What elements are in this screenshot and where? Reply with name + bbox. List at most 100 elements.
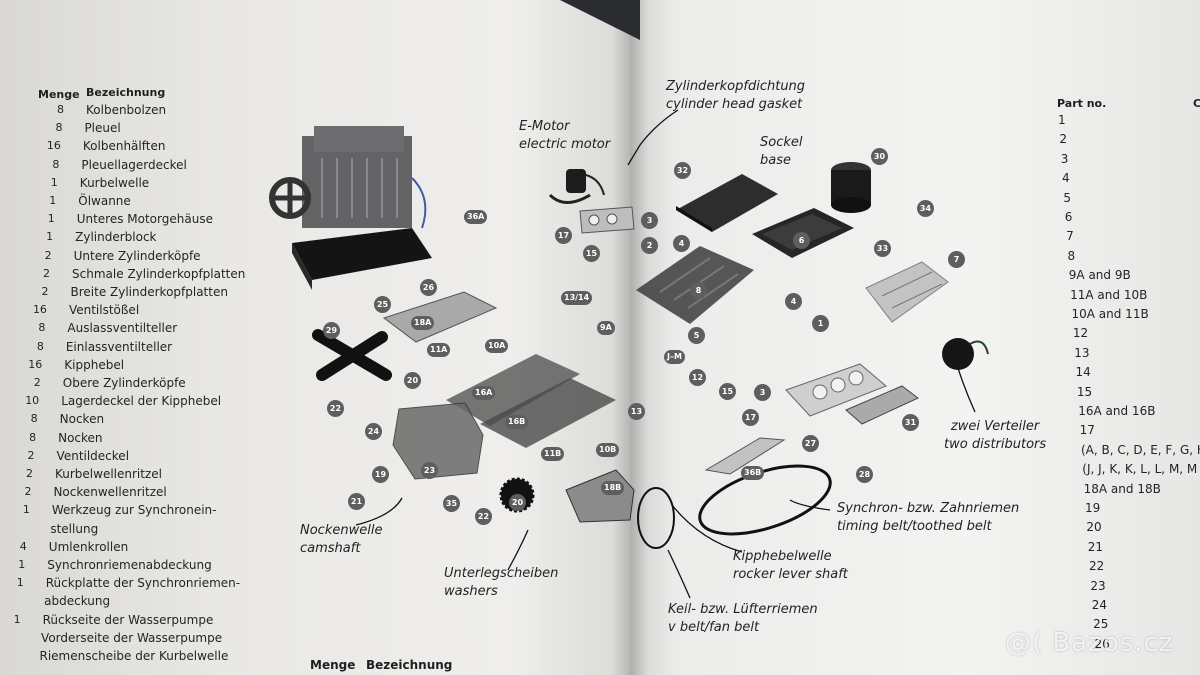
- part-number-badge: 17: [555, 227, 572, 244]
- parts-list-qty: 1: [46, 230, 54, 244]
- part-no-item: 9A and 9B: [1068, 268, 1131, 283]
- part-number-badge: 31: [902, 414, 919, 431]
- parts-list-qty: 4: [19, 539, 27, 553]
- part-number-badge: 10A: [485, 339, 509, 353]
- parts-list-row: 4 Umlenkrollen: [20, 539, 129, 554]
- parts-list-qty: 1: [18, 558, 26, 571]
- part-number-badge: 20: [509, 494, 526, 511]
- part-no-item: 18A and 18B: [1083, 481, 1161, 496]
- part-number-badge: 34: [917, 200, 934, 217]
- part-number-badge: 27: [802, 435, 819, 452]
- parts-list-qty: 16: [32, 303, 47, 317]
- part-number-badge: 11A: [427, 343, 451, 357]
- parts-list-name: Synchronriemenabdeckung: [47, 558, 212, 572]
- qty-header: Menge: [38, 88, 80, 101]
- parts-list-qty: 2: [27, 448, 35, 462]
- parts-list-name: Ölwanne: [78, 194, 131, 208]
- part-number-badge: 21: [348, 493, 365, 510]
- part-no-item: 8: [1067, 248, 1076, 263]
- parts-list-qty: 16: [46, 139, 61, 153]
- parts-list-row: 1 Rückseite der Wasserpumpe: [14, 612, 214, 627]
- timing-belt-label-en: timing belt/toothed belt: [837, 519, 992, 534]
- part-no-header: Part no.: [1057, 97, 1107, 110]
- parts-list-name: Nockenwellenritzel: [53, 485, 167, 500]
- part-number-badge: 25: [374, 296, 391, 313]
- head-gasket-plate: [785, 363, 887, 417]
- parts-list-qty: 8: [30, 412, 38, 426]
- part-number-badge: 4: [785, 293, 802, 310]
- parts-list-name: Rückseite der Wasserpumpe: [42, 612, 214, 627]
- part-number-badge: 15: [719, 383, 736, 400]
- parts-list-qty: 1: [13, 612, 21, 626]
- distributor-label-en: two distributors: [944, 437, 1047, 452]
- parts-list-row: 1 Zylinderblock: [46, 230, 157, 245]
- parts-list-name: Auslassventilteller: [67, 321, 178, 336]
- part-number-badge: J–M: [664, 350, 685, 364]
- rocker-shaft-label: Kipphebelwelle rocker lever shaft: [733, 548, 848, 584]
- part-number-badge: 5: [688, 327, 705, 344]
- parts-list-name: Schmale Zylinderkopfplatten: [72, 266, 246, 281]
- part-number-badge: 18A: [411, 316, 435, 330]
- part-no-item: 14: [1075, 365, 1091, 380]
- parts-list-qty: 1: [16, 576, 24, 590]
- timing-belt-label: Synchron- bzw. Zahnriemen timing belt/to…: [837, 500, 1019, 536]
- cut-header: C: [1193, 97, 1200, 110]
- head-plate-18a: [382, 291, 498, 343]
- parts-list-row: stellung: [50, 522, 98, 536]
- camshaft-label: Nockenwelle camshaft: [300, 522, 382, 558]
- part-number-badge: 19: [372, 466, 389, 483]
- gasket-label-en: cylinder head gasket: [666, 97, 803, 112]
- assembled-engine-illustration: [269, 126, 432, 290]
- gasket-label-de: Zylinderkopfdichtung: [666, 79, 806, 94]
- parts-list-name: Umlenkrollen: [48, 539, 129, 554]
- footer-name-header: Bezeichnung: [366, 658, 453, 672]
- distributor-label: zwei Verteiler two distributors: [944, 418, 1046, 454]
- cross-part-29: [312, 329, 392, 381]
- part-number-badge: 23: [421, 462, 438, 479]
- belt-cover-part-23: [392, 402, 484, 480]
- washers-label: Unterlegscheiben washers: [444, 565, 558, 601]
- part-number-badge: 11B: [541, 447, 565, 461]
- parts-list-name: Zylinderblock: [75, 230, 157, 245]
- parts-list-name: Ventilstößel: [68, 303, 140, 318]
- parts-list-row: Vorderseite der Wasserpumpe: [41, 631, 222, 645]
- part-number-badge: 26: [420, 279, 437, 296]
- motor-label-de: E-Motor: [519, 119, 570, 134]
- parts-list-row: 1 Rückplatte der Synchronriemen-: [17, 576, 241, 591]
- part-number-badge: 1: [812, 315, 829, 332]
- part-number-badge: 10B: [596, 443, 620, 457]
- part-no-item: 1: [1058, 113, 1066, 127]
- parts-list-qty: 10: [25, 394, 40, 408]
- parts-list-qty: 1: [47, 212, 55, 226]
- part-no-item: 6: [1064, 210, 1073, 224]
- part-number-badge: 29: [323, 322, 340, 339]
- part-no-item: 11A and 10B: [1070, 287, 1148, 302]
- parts-list-name: Rückplatte der Synchronriemen-: [45, 576, 241, 591]
- part-number-badge: 33: [874, 240, 891, 257]
- part-no-item: 5: [1063, 190, 1072, 205]
- parts-list-name: Kipphebel: [64, 357, 125, 372]
- camshaft-label-en: camshaft: [300, 541, 361, 556]
- parts-list-qty: 8: [29, 430, 37, 444]
- parts-list-name: Riemenscheibe der Kurbelwelle: [39, 649, 229, 663]
- timing-belt-label-de: Synchron- bzw. Zahnriemen: [837, 501, 1020, 516]
- vbelt-label-en: v belt/fan belt: [668, 620, 760, 635]
- motor-label: E-Motor electric motor: [519, 118, 610, 154]
- part-number-badge: 24: [365, 423, 382, 440]
- part-no-item: 12: [1072, 326, 1089, 341]
- washers-label-de: Unterlegscheiben: [444, 566, 559, 581]
- part-number-badge: 6: [793, 232, 810, 249]
- lower-housing-part: [865, 261, 949, 323]
- part-number-badge: 28: [856, 466, 873, 483]
- parts-list-qty: 2: [33, 376, 41, 389]
- part-no-item: 19: [1085, 501, 1101, 515]
- part-no-item: 21: [1087, 539, 1103, 554]
- part-no-item: 10A and 11B: [1071, 307, 1149, 321]
- cylinder-heads-part: [446, 354, 616, 448]
